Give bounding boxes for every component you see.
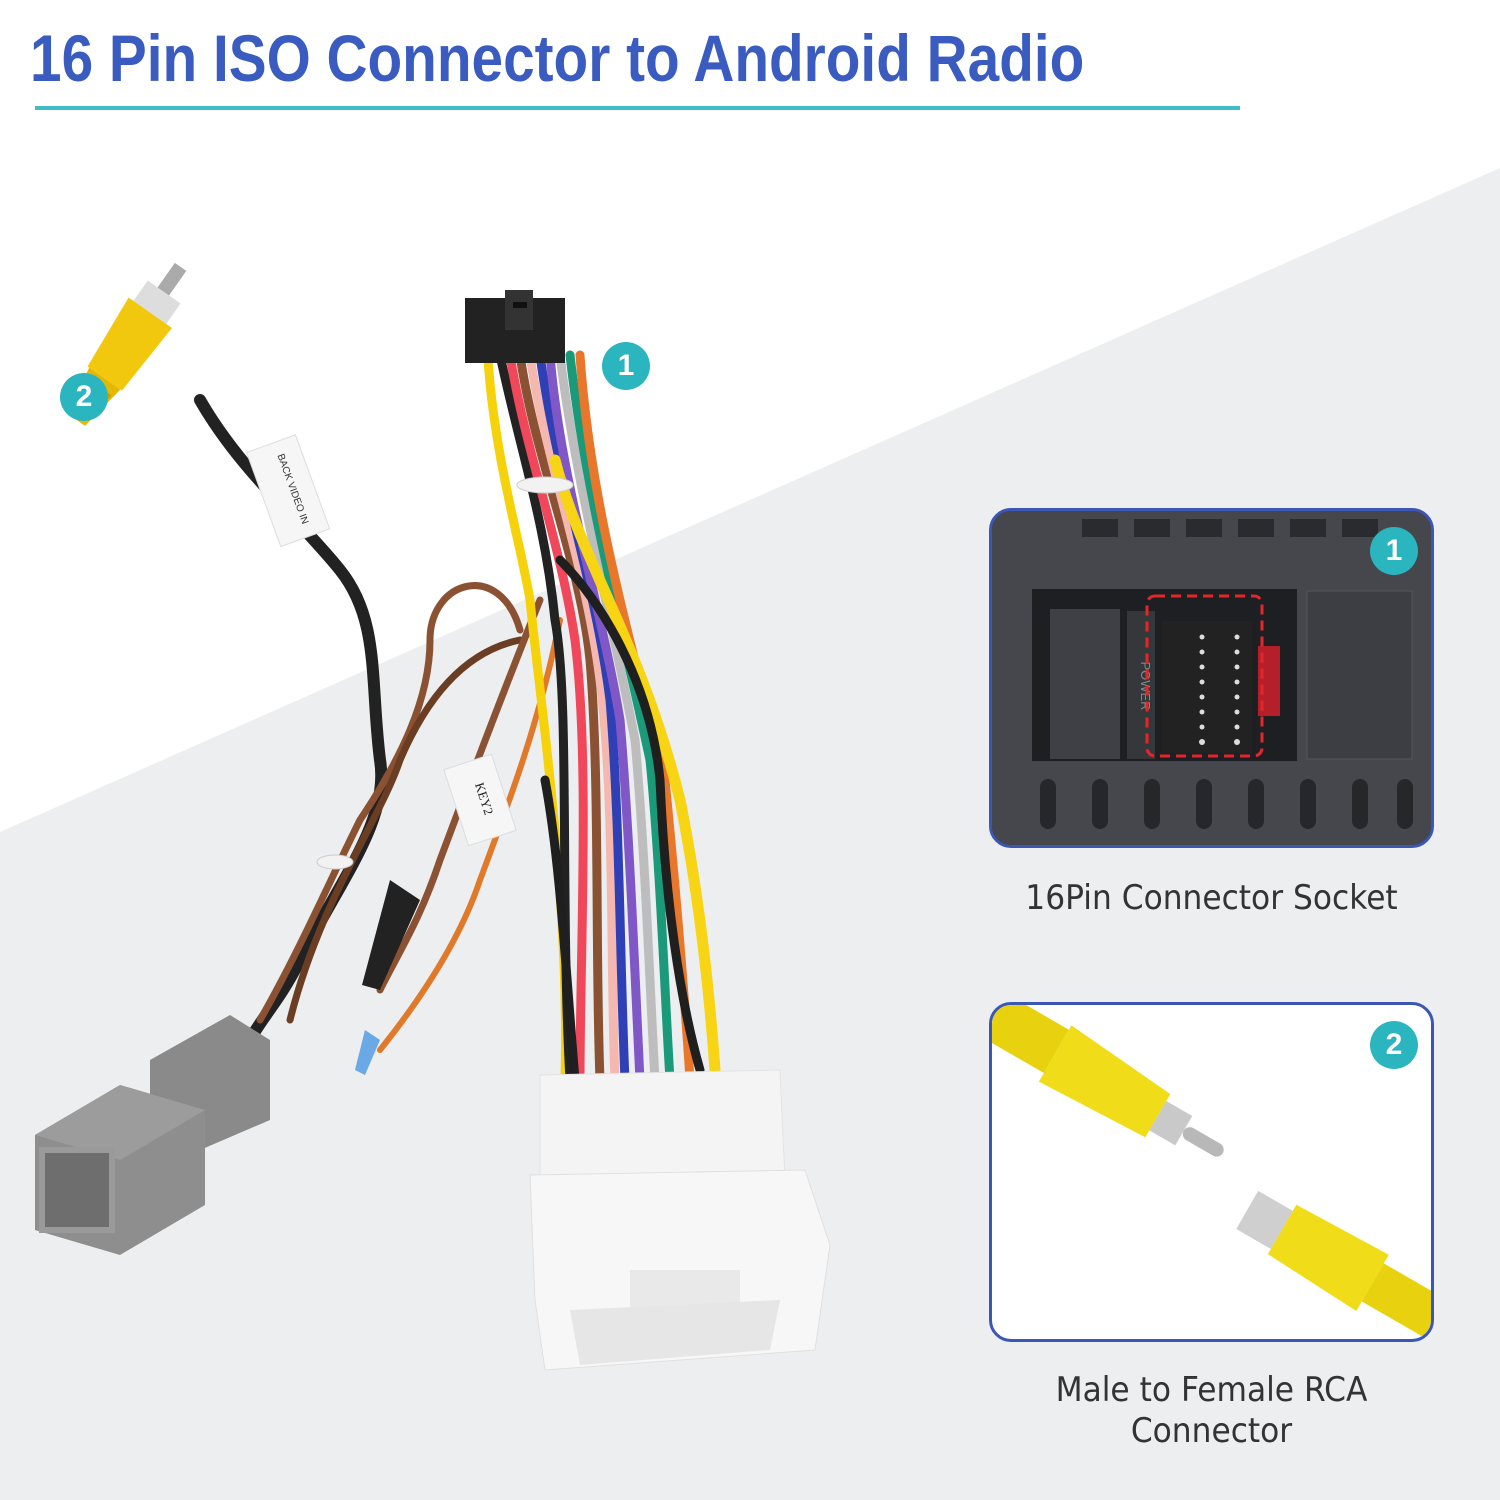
highlight-box (1145, 594, 1264, 758)
harness-wires (483, 350, 721, 1085)
inset-socket-panel: POWER 1 (989, 508, 1434, 848)
callout-badge-2: 2 (60, 373, 108, 421)
gray-connector (35, 1015, 270, 1255)
inset-rca-panel: 2 (989, 1002, 1434, 1342)
title-underline (35, 106, 1240, 110)
socket-pins (1199, 634, 1240, 745)
rca-label-tag: BACK VIDEO IN (245, 434, 331, 548)
inset-badge-1: 1 (1370, 527, 1418, 575)
key-label-tag: KEY2 (443, 753, 517, 847)
callout-badge-1: 1 (602, 342, 650, 390)
heat-shrink-tube (355, 880, 420, 1075)
page-title: 16 Pin ISO Connector to Android Radio (30, 21, 1085, 95)
callout-number: 2 (75, 380, 93, 413)
socket-photo: POWER (992, 511, 1431, 845)
zip-tie (316, 854, 354, 870)
socket-caption: 16Pin Connector Socket (1025, 878, 1398, 918)
16-pin-connector (465, 290, 565, 363)
brown-wires (256, 582, 563, 1053)
male-rca-plug (992, 1005, 1224, 1157)
rca-caption: Male to Female RCA Connector (1007, 1370, 1416, 1452)
white-vehicle-connector (529, 1069, 831, 1371)
harness-zip-tie (516, 476, 574, 494)
callout-number: 1 (617, 349, 635, 382)
red-fuse (1258, 646, 1280, 716)
badge-number: 1 (1385, 534, 1403, 567)
inset-badge-2: 2 (1370, 1021, 1418, 1069)
rca-caption-line2: Connector (1130, 1410, 1293, 1451)
rca-photo (992, 1005, 1431, 1339)
female-rca-jack (1236, 1190, 1431, 1339)
badge-number: 2 (1385, 1028, 1403, 1061)
rca-caption-line1: Male to Female RCA (1055, 1370, 1368, 1410)
